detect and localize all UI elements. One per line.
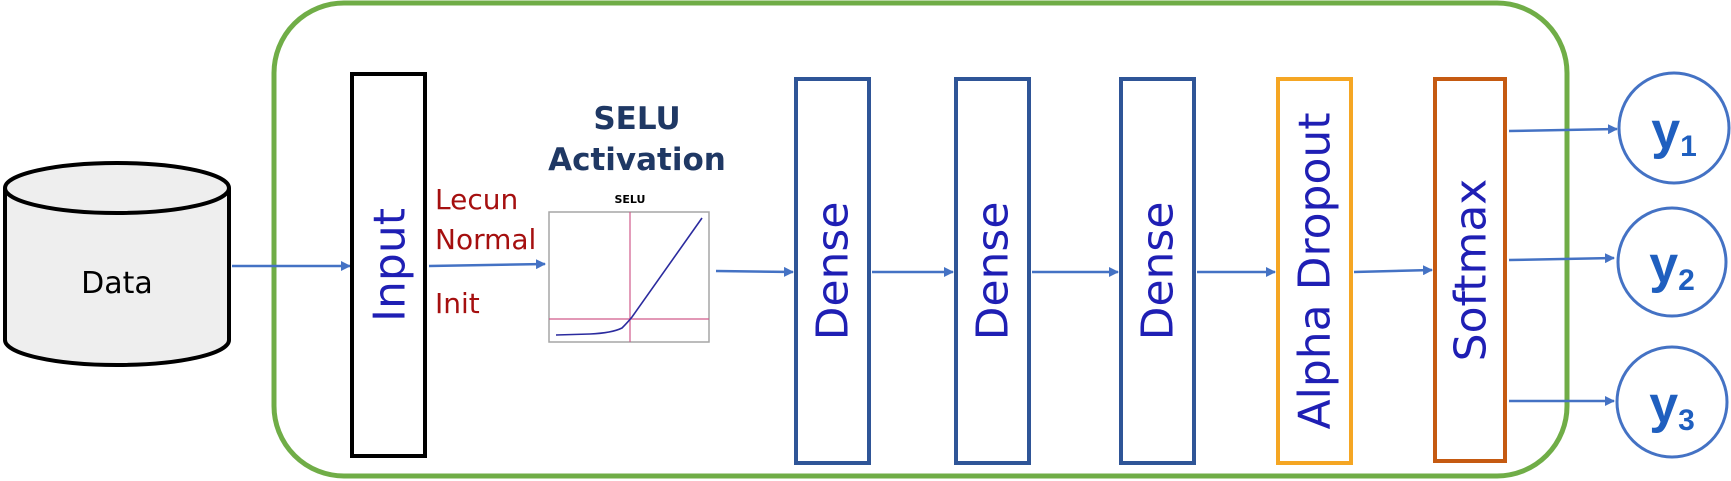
arrow-softmax-to-y1 <box>1508 124 1618 135</box>
selu-plot-frame <box>548 211 710 343</box>
input-layer-label: Input <box>365 208 416 322</box>
dense-layer-2-label: Dense <box>968 202 1019 341</box>
output-node-2: y2 <box>1616 206 1728 318</box>
output-1-subscript: 1 <box>1680 130 1697 163</box>
selu-plot-title: SELU <box>615 193 646 206</box>
output-1-label: y1 <box>1651 102 1697 163</box>
output-2-subscript: 2 <box>1678 264 1695 297</box>
arrow-input-to-selu <box>428 259 546 270</box>
data-label: Data <box>81 266 153 301</box>
output-node-3: y3 <box>1615 345 1729 459</box>
output-3-symbol: y <box>1649 376 1678 434</box>
data-cylinder: Data <box>2 161 231 367</box>
input-layer: Input <box>350 72 427 458</box>
init-line-2: Normal <box>435 223 536 256</box>
softmax-layer-label: Softmax <box>1446 179 1497 362</box>
softmax-layer: Softmax <box>1433 77 1507 463</box>
output-2-label: y2 <box>1649 236 1695 297</box>
output-1-symbol: y <box>1651 102 1680 160</box>
alpha-dropout-layer: Alpha Dropout <box>1276 77 1353 465</box>
selu-title-line-1: SELU <box>593 101 680 137</box>
selu-plot: SELU <box>548 193 710 343</box>
dense-layer-3-label: Dense <box>1133 202 1184 341</box>
dense-layer-1: Dense <box>794 77 871 465</box>
arrow-selu-to-dense-1 <box>715 266 794 277</box>
alpha-dropout-layer-label: Alpha Dropout <box>1290 112 1341 429</box>
init-line-1: Lecun <box>435 183 518 216</box>
dense-layer-3: Dense <box>1119 77 1196 465</box>
model-frame <box>271 0 1570 479</box>
dense-layer-1-label: Dense <box>808 202 859 341</box>
arrow-dropout-to-softmax <box>1353 265 1433 276</box>
output-3-subscript: 3 <box>1678 404 1695 437</box>
output-node-1: y1 <box>1617 71 1731 185</box>
output-3-label: y3 <box>1649 376 1695 437</box>
selu-title-line-2: Activation <box>548 142 726 178</box>
output-2-symbol: y <box>1649 236 1678 294</box>
init-line-3: Init <box>435 287 480 320</box>
selu-curve <box>555 217 703 336</box>
arrow-softmax-to-y2 <box>1508 253 1615 264</box>
dense-layer-2: Dense <box>954 77 1031 465</box>
